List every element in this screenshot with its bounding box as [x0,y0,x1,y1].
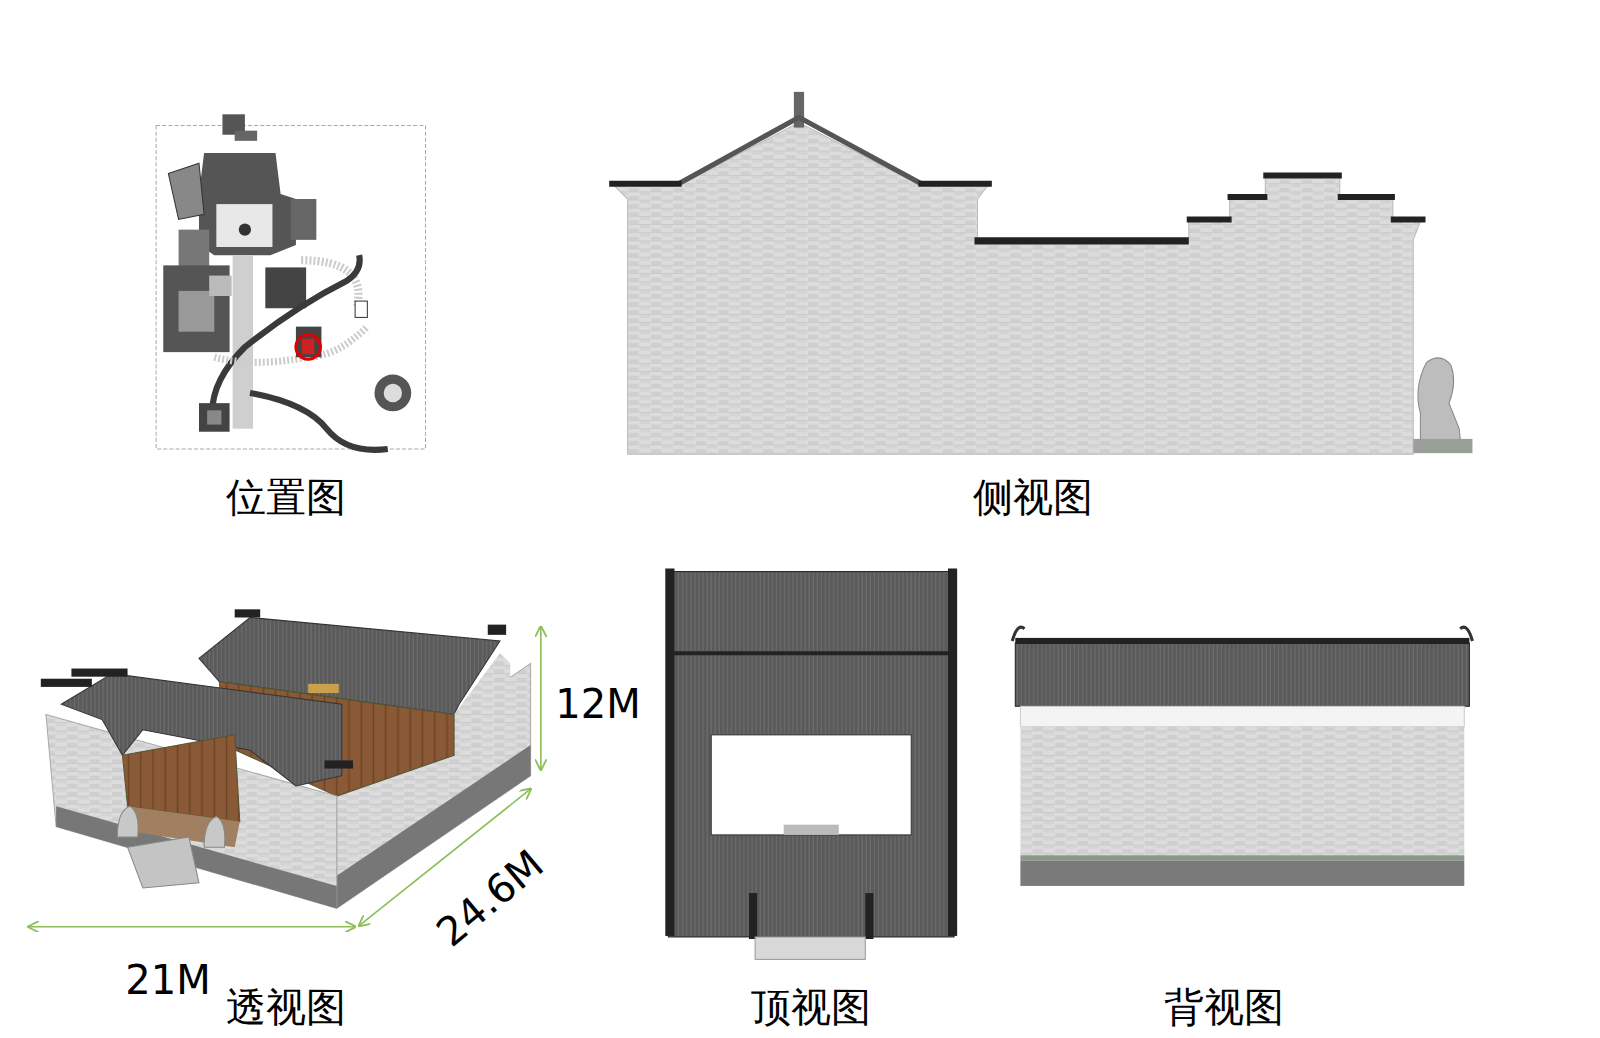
side-elevation [609,92,1472,454]
dimension-lines [29,627,541,927]
perspective-view [41,609,531,908]
location-map [156,114,425,450]
dimension-label: 24.6M [429,841,552,954]
dimension-label: 12M [555,682,640,726]
view-caption: 透视图 [226,985,346,1029]
rear-elevation [1012,627,1472,886]
view-caption: 位置图 [226,475,346,519]
view-caption: 侧视图 [973,475,1093,519]
view-caption: 背视图 [1164,985,1284,1029]
view-caption: 顶视图 [751,985,871,1029]
roof-plan [665,569,957,960]
dimension-label: 21M [125,958,210,1002]
